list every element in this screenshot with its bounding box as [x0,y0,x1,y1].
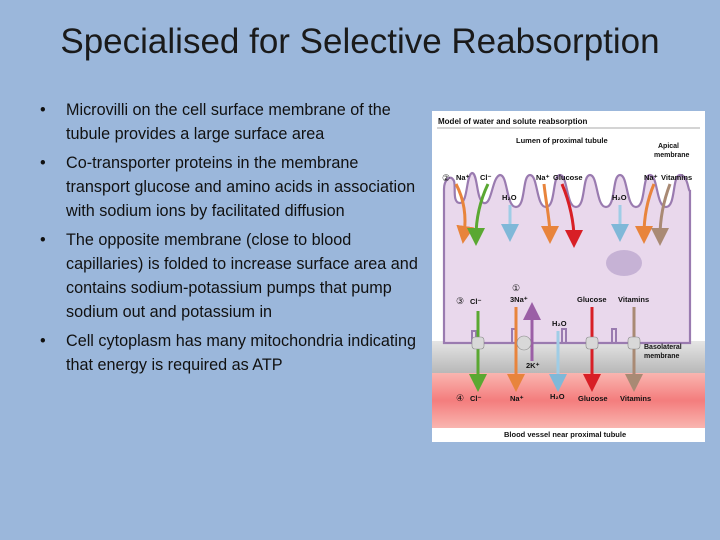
ion-label: Cl⁻ [470,394,482,403]
mitochondrion [606,250,642,276]
sodium-arrow [635,183,656,244]
ion-label: Vitamins [618,295,649,304]
bullet-list: Microvilli on the cell surface membrane … [38,98,418,382]
bullet-item: Microvilli on the cell surface membrane … [38,98,418,146]
basolateral-label: Basolateral [644,344,682,351]
ion-label: Cl⁻ [480,173,492,182]
step-marker: ④ [456,393,464,403]
apical-label: Apical [658,143,679,150]
ion-label: 3Na⁺ [510,295,528,304]
step-marker: ① [512,283,520,293]
ion-label: Vitamins [620,394,651,403]
figure-title: Model of water and solute reabsorption [438,117,587,126]
tubule-cell [442,171,692,345]
ion-label: Glucose [553,173,583,182]
ion-label: H₂O [550,392,565,401]
ion-label: Glucose [577,295,607,304]
apical-label: membrane [654,152,690,159]
bullet-item: Cell cytoplasm has many mitochondria ind… [38,329,418,377]
ion-label: Vitamins [661,173,692,182]
vitamins-arrow [651,183,672,246]
carrier-protein [627,336,641,350]
ion-label: H₂O [502,193,517,202]
ion-label: Na⁺ [510,394,524,403]
sodium-arrow [454,183,475,244]
basolateral-folds [444,328,690,344]
sodium-arrow [540,183,559,244]
blood-vessel-label: Blood vessel near proximal tubule [504,430,626,439]
ion-label: Na⁺ [644,173,658,182]
glucose-arrow [560,183,583,248]
carrier-protein [471,336,485,350]
ion-label: 2K⁺ [526,361,540,370]
slide-title: Specialised for Selective Reabsorption [60,22,660,61]
chloride-arrow [467,183,490,246]
ion-label: H₂O [552,319,567,328]
bullet-item: The opposite membrane (close to blood ca… [38,228,418,324]
basolateral-label: membrane [644,353,680,360]
ion-label: H₂O [612,193,627,202]
bullet-item: Co-transporter proteins in the membrane … [38,151,418,223]
step-marker: ③ [456,296,464,306]
lumen-label: Lumen of proximal tubule [516,136,608,145]
ion-label: Cl⁻ [470,297,482,306]
step-marker: ② [442,173,450,183]
reabsorption-diagram: Model of water and solute reabsorption L… [432,111,705,442]
ion-label: Na⁺ [536,173,550,182]
ion-label: Glucose [578,394,608,403]
pump-protein [516,335,532,351]
ion-label: Na⁺ [456,173,470,182]
carrier-protein [585,336,599,350]
